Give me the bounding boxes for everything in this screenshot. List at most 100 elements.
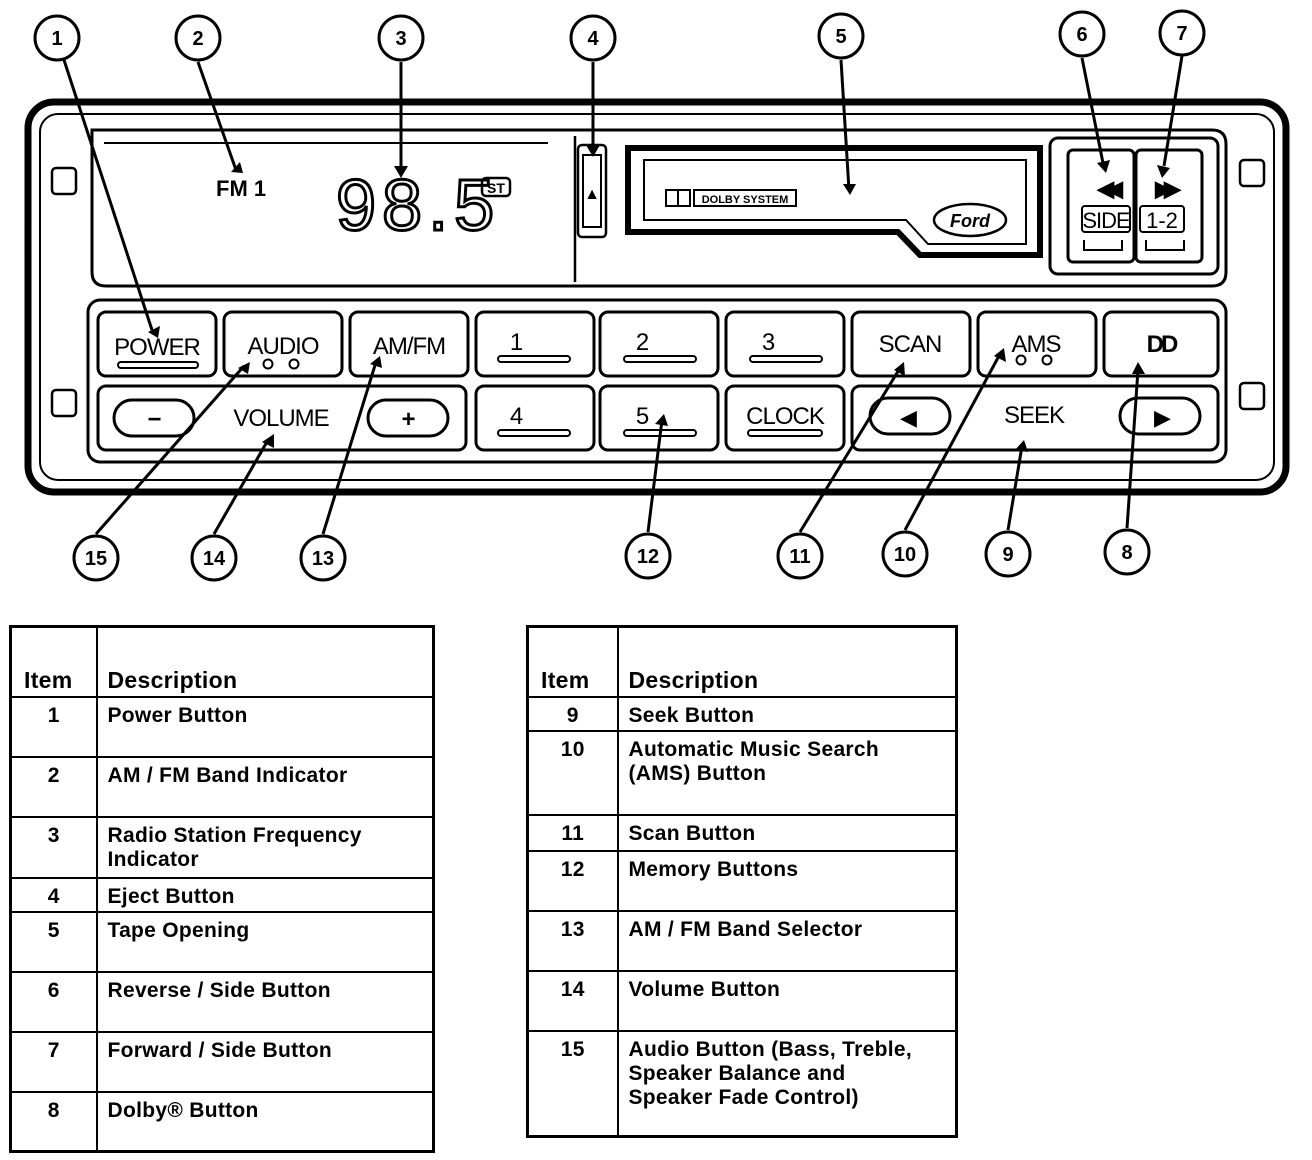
ams-button-frame — [976, 310, 1098, 378]
callout-6: 6 — [1076, 24, 1087, 46]
callout-10: 10 — [894, 544, 916, 566]
preset-3-frame — [724, 310, 846, 378]
item-description: Tape Opening — [95, 910, 435, 973]
eject-icon: ▲ — [584, 186, 600, 203]
radio-diagram: Ford DOLBY SYSTEM FM 1 98.5 ST ▲ ◀◀ ▶▶ S… — [24, 9, 1290, 582]
item-header: Item — [526, 625, 619, 698]
dolby-system-label: DOLBY SYSTEM — [702, 194, 789, 206]
item-description: Radio Station Frequency Indicator — [95, 815, 435, 879]
mount-tab — [1238, 158, 1266, 188]
item-description: AM / FM Band Selector — [616, 909, 958, 972]
band-indicator: FM 1 — [216, 176, 266, 201]
item-description: Eject Button — [95, 876, 435, 913]
mount-tab — [50, 388, 78, 418]
item-description: Scan Button — [616, 813, 958, 852]
volume-bar-frame — [96, 384, 468, 452]
description-header: Description — [616, 625, 958, 698]
amfm-button[interactable]: AM/FM — [373, 333, 446, 360]
seek-left-button[interactable]: ◀ — [900, 405, 918, 430]
ams-button[interactable]: AMS — [1011, 331, 1061, 358]
volume-down-button[interactable]: − — [147, 406, 162, 433]
callout-4: 4 — [587, 28, 599, 50]
item-number: 5 — [9, 910, 98, 973]
item-number: 14 — [526, 969, 619, 1032]
callout-2: 2 — [192, 28, 203, 50]
forward-icon: ▶▶ — [1154, 176, 1182, 201]
item-number: 15 — [526, 1029, 619, 1138]
item-number: 3 — [9, 815, 98, 879]
item-header: Item — [9, 625, 98, 698]
volume-label: VOLUME — [233, 405, 328, 432]
item-description: Reverse / Side Button — [95, 970, 435, 1033]
item-number: 11 — [526, 813, 619, 852]
stereo-badge: ST — [487, 180, 505, 196]
callout-7: 7 — [1176, 23, 1187, 45]
preset-1-button[interactable]: 1 — [510, 329, 524, 356]
preset-4-button[interactable]: 4 — [510, 403, 524, 430]
mount-tab — [50, 166, 78, 196]
item-description: Power Button — [95, 695, 435, 758]
seek-label: SEEK — [1004, 402, 1065, 429]
clock-button[interactable]: CLOCK — [746, 403, 826, 430]
item-description: Forward / Side Button — [95, 1030, 435, 1093]
seek-bar-frame — [850, 384, 1220, 452]
preset-3-button[interactable]: 3 — [762, 329, 776, 356]
item-number: 9 — [526, 695, 619, 732]
item-number: 4 — [9, 876, 98, 913]
callout-14: 14 — [203, 548, 226, 570]
preset-4-frame — [474, 384, 596, 452]
dolby-button-frame — [1102, 310, 1220, 378]
item-number: 13 — [526, 909, 619, 972]
audio-button[interactable]: AUDIO — [247, 333, 319, 360]
preset-1-frame — [474, 310, 596, 378]
item-number: 7 — [9, 1030, 98, 1093]
scan-button[interactable]: SCAN — [879, 331, 943, 358]
preset-2-button[interactable]: 2 — [636, 329, 650, 356]
item-description: Audio Button (Bass, Treble, Speaker Bala… — [616, 1029, 958, 1138]
item-description: Dolby® Button — [95, 1090, 435, 1153]
dolby-button[interactable]: DD — [1147, 331, 1181, 358]
item-number: 6 — [9, 970, 98, 1033]
volume-up-button[interactable]: + — [401, 406, 416, 433]
frequency-display: 98.5 — [336, 166, 500, 246]
side-label: SIDE — [1082, 208, 1130, 233]
power-button-frame — [96, 310, 218, 378]
item-number: 12 — [526, 849, 619, 912]
radio-bezel — [24, 98, 1290, 496]
power-button[interactable]: POWER — [114, 334, 201, 361]
preset-2-frame — [598, 310, 720, 378]
callout-12: 12 — [637, 546, 659, 568]
forward-12-frame — [1134, 148, 1204, 264]
amfm-button-frame — [348, 310, 470, 378]
preset-5-button[interactable]: 5 — [636, 403, 650, 430]
brand-logo: Ford — [950, 211, 991, 231]
callout-8: 8 — [1121, 542, 1132, 564]
item-description: Automatic Music Search (AMS) Button — [616, 729, 958, 816]
tape-opening — [625, 145, 1043, 258]
audio-button-frame — [222, 310, 344, 378]
seek-right-button[interactable]: ▶ — [1154, 405, 1172, 430]
callout-11: 11 — [789, 546, 810, 568]
item-number: 2 — [9, 755, 98, 818]
clock-button-frame — [724, 384, 846, 452]
callout-15: 15 — [85, 548, 107, 570]
one-two-label: 1-2 — [1146, 208, 1178, 233]
callout-13: 13 — [312, 548, 334, 570]
